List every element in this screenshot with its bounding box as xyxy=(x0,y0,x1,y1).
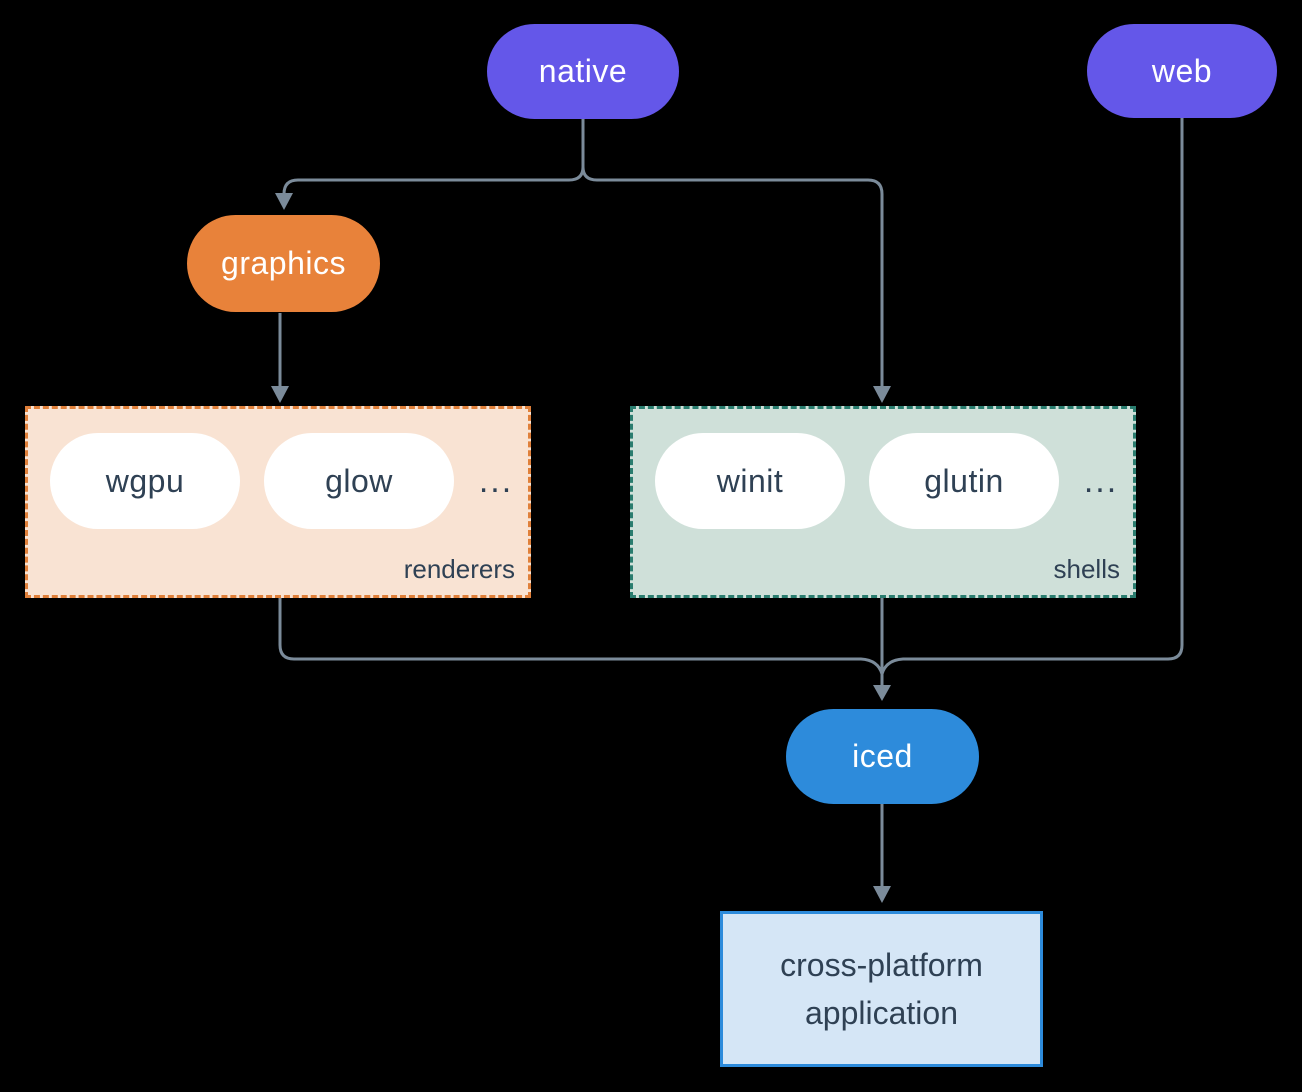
node-web: web xyxy=(1087,24,1277,118)
node-glow-label: glow xyxy=(325,462,393,499)
arrowhead-iced-app xyxy=(873,886,891,903)
node-glutin: glutin xyxy=(869,433,1059,529)
arrowhead-native-shells xyxy=(873,386,891,403)
node-glow: glow xyxy=(264,433,454,529)
node-winit-label: winit xyxy=(716,462,784,499)
arrowhead-native-graphics xyxy=(275,193,293,210)
node-graphics-label: graphics xyxy=(221,245,346,281)
arrowhead-graphics-renderers xyxy=(271,386,289,403)
node-wgpu: wgpu xyxy=(50,433,240,529)
node-glutin-label: glutin xyxy=(924,462,1004,499)
node-wgpu-label: wgpu xyxy=(105,462,185,499)
node-graphics: graphics xyxy=(187,215,380,312)
shells-ellipsis: ... xyxy=(1083,461,1119,500)
shells-caption: shells xyxy=(1053,554,1120,584)
edge-renderers-iced xyxy=(278,598,884,675)
group-renderers: wgpu glow ... renderers xyxy=(25,406,531,598)
edge-web-iced xyxy=(880,118,1184,675)
node-app-label: cross-platform application xyxy=(780,947,983,1031)
node-native-label: native xyxy=(538,53,628,89)
renderers-ellipsis: ... xyxy=(478,461,514,500)
node-web-label: web xyxy=(1151,52,1213,89)
node-iced: iced xyxy=(786,709,979,804)
node-winit: winit xyxy=(655,433,845,529)
node-iced-label: iced xyxy=(852,738,913,774)
renderers-caption: renderers xyxy=(403,554,515,584)
edge-native-shells xyxy=(581,119,884,388)
node-native: native xyxy=(487,24,679,119)
group-shells: winit glutin ... shells xyxy=(630,406,1136,598)
arrowhead-merge-iced xyxy=(873,685,891,701)
edge-native-graphics xyxy=(282,119,585,196)
node-cross-platform-application: cross-platform application xyxy=(720,911,1043,1067)
